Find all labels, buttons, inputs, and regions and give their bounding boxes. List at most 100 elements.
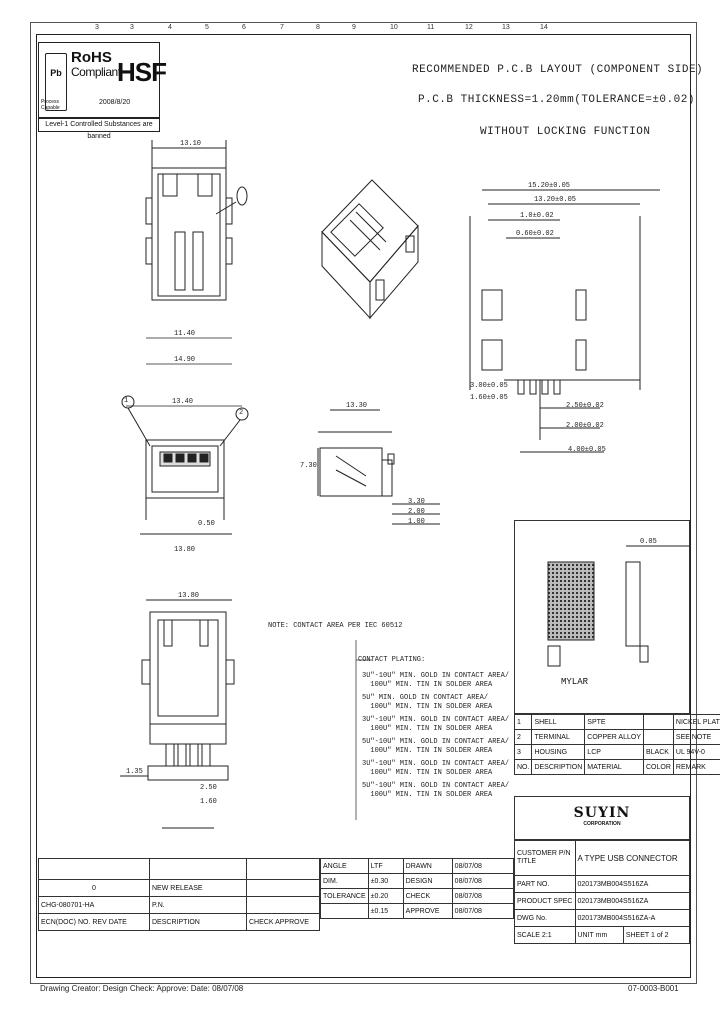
table-cell: CHG-080701-HA	[38, 896, 150, 914]
dim-pcb7: 4.00±0.05	[568, 446, 606, 454]
dim-pcb6: 2.00±0.02	[566, 422, 604, 430]
dim-d4: 0.50	[198, 520, 215, 528]
table-cell: SPTE	[584, 714, 644, 730]
table-cell: ±0.30	[367, 873, 404, 889]
contact-plating-label: CONTACT PLATING:	[358, 656, 426, 664]
company-name: SUYIN	[573, 805, 631, 821]
dim-thickness: 0.05	[640, 538, 657, 546]
mylar-panel: MYLAR	[514, 520, 690, 714]
zone-number: 3	[130, 24, 134, 31]
company-sub: CORPORATION	[583, 821, 621, 827]
dim-d5: 1.35	[126, 768, 143, 776]
title-label: TITLE	[517, 858, 537, 865]
table-cell: COLOR	[643, 759, 674, 775]
pb-logo-text: Pb	[50, 68, 62, 78]
zone-number: 7	[280, 24, 284, 31]
plating-item: 100U" MIN. TIN IN SOLDER AREA	[362, 791, 493, 799]
pcb-layout-title: RECOMMENDED P.C.B LAYOUT (COMPONENT SIDE…	[412, 64, 704, 76]
table-row: 3 HOUSING LCP BLACK UL 94V-0	[513, 744, 720, 760]
plating-item: 3U"-10U" MIN. GOLD IN CONTACT AREA/	[362, 672, 510, 680]
zone-number: 12	[465, 24, 473, 31]
sheet-border-outer	[30, 22, 697, 984]
front-view	[121, 395, 249, 535]
table-cell	[38, 858, 150, 880]
table-cell: DIM.	[320, 873, 369, 889]
table-cell: MATERIAL	[584, 759, 644, 775]
dim-w3: 13.40	[172, 398, 194, 406]
table-cell: DESIGN	[402, 873, 453, 889]
table-cell: LTF	[367, 858, 404, 874]
table-cell: 08/07/08	[451, 903, 515, 919]
table-row: 1 SHELL SPTE NICKEL PLATED	[513, 714, 720, 730]
table-row: DWG No. 020173MB004S516ZA-A	[514, 909, 690, 927]
rohs-label: RoHS	[71, 49, 112, 66]
check-label: CHECK	[249, 918, 274, 926]
table-cell: BLACK	[643, 744, 674, 760]
table-row: TOLERANCE ±0.20 CHECK 08/07/08	[320, 888, 515, 904]
pb-logo-subtext: Process Capable	[41, 99, 60, 111]
table-row: ±0.15 APPROVE 08/07/08	[320, 903, 515, 919]
plating-item: 3U"-10U" MIN. GOLD IN CONTACT AREA/	[362, 760, 510, 768]
table-cell: LCP	[584, 744, 644, 760]
zone-number: 10	[390, 24, 398, 31]
table-cell: TERMINAL	[531, 729, 586, 745]
plating-item: 100U" MIN. TIN IN SOLDER AREA	[362, 747, 493, 755]
dwg-no: 020173MB004S516ZA-A	[574, 909, 690, 927]
table-cell: 1	[513, 714, 533, 730]
table-cell: COPPER ALLOY	[584, 729, 644, 745]
zone-number: 13	[502, 24, 510, 31]
table-row: DIM. ±0.30 DESIGN 08/07/08	[320, 873, 515, 889]
table-cell: TOLERANCE	[320, 888, 369, 904]
table-cell: SHELL	[531, 714, 586, 730]
table-cell: CHECK APPROVE	[246, 913, 320, 931]
dim-side-height: 7.30	[300, 462, 317, 470]
table-cell: SEE NOTE	[672, 729, 720, 745]
plating-item: 3U"-10U" MIN. GOLD IN CONTACT AREA/	[362, 716, 510, 724]
table-cell: 2	[513, 729, 533, 745]
zone-number: 11	[427, 24, 435, 31]
table-row: PART NO. 020173MB004S516ZA	[514, 875, 690, 893]
table-cell: REMARK	[672, 759, 720, 775]
compliant-label: Compliant	[71, 65, 121, 79]
dim-w5: 13.80	[178, 592, 200, 600]
title-block: CUSTOMER P/N TITLE A TYPE USB CONNECTOR …	[514, 840, 691, 944]
locking-note: WITHOUT LOCKING FUNCTION	[480, 126, 651, 138]
unit-value: mm	[595, 931, 608, 939]
zone-number: 3	[95, 24, 99, 31]
pcb-thickness-note: P.C.B THICKNESS=1.20mm(TOLERANCE=±0.02)	[418, 94, 695, 106]
table-row: 0 NEW RELEASE	[38, 879, 320, 897]
table-row: ANGLE LTF DRAWN 08/07/08	[320, 858, 515, 874]
table-cell: 08/07/08	[451, 858, 515, 874]
dim-pcb5: 2.50±0.02	[566, 402, 604, 410]
dim-top-width: 13.10	[180, 140, 202, 148]
dwg-label: DWG No.	[514, 909, 576, 927]
plating-item: 100U" MIN. TIN IN SOLDER AREA	[362, 703, 493, 711]
callout-2: 2	[239, 409, 244, 417]
rohs-date: 2008/8/20	[99, 99, 131, 106]
dim-w2: 14.90	[174, 356, 196, 364]
table-cell	[149, 858, 247, 880]
table-cell: DRAWN	[402, 858, 453, 874]
date-label: DATE	[108, 918, 127, 926]
table-cell: NO.	[513, 759, 533, 775]
materials-table: 1 SHELL SPTE NICKEL PLATED 2 TERMINAL CO…	[513, 714, 720, 775]
rev-label: REV	[92, 918, 107, 926]
dim-side-width: 13.30	[346, 402, 368, 410]
dim-pcb1: 15.20±0.05	[528, 182, 571, 190]
sheet-value: 1 of 2	[650, 931, 669, 939]
table-cell: CHECK	[402, 888, 453, 904]
table-cell	[643, 729, 674, 745]
plating-item: 100U" MIN. TIN IN SOLDER AREA	[362, 681, 493, 689]
pb-free-logo: Pb	[45, 53, 67, 111]
zone-number: 14	[540, 24, 548, 31]
table-row: PRODUCT SPEC 020173MB004S516ZA	[514, 892, 690, 910]
table-cell: CUSTOMER P/N TITLE	[514, 840, 576, 876]
drawing-frame	[36, 34, 691, 978]
scale-value: 2:1	[541, 931, 552, 939]
ecn-label: ECN(DOC) NO.	[41, 918, 91, 926]
table-cell: ECN(DOC) NO. REV DATE	[38, 913, 150, 931]
table-cell	[246, 858, 320, 880]
side-view	[317, 409, 440, 525]
isometric-view	[321, 179, 419, 320]
table-cell: HOUSING	[531, 744, 586, 760]
